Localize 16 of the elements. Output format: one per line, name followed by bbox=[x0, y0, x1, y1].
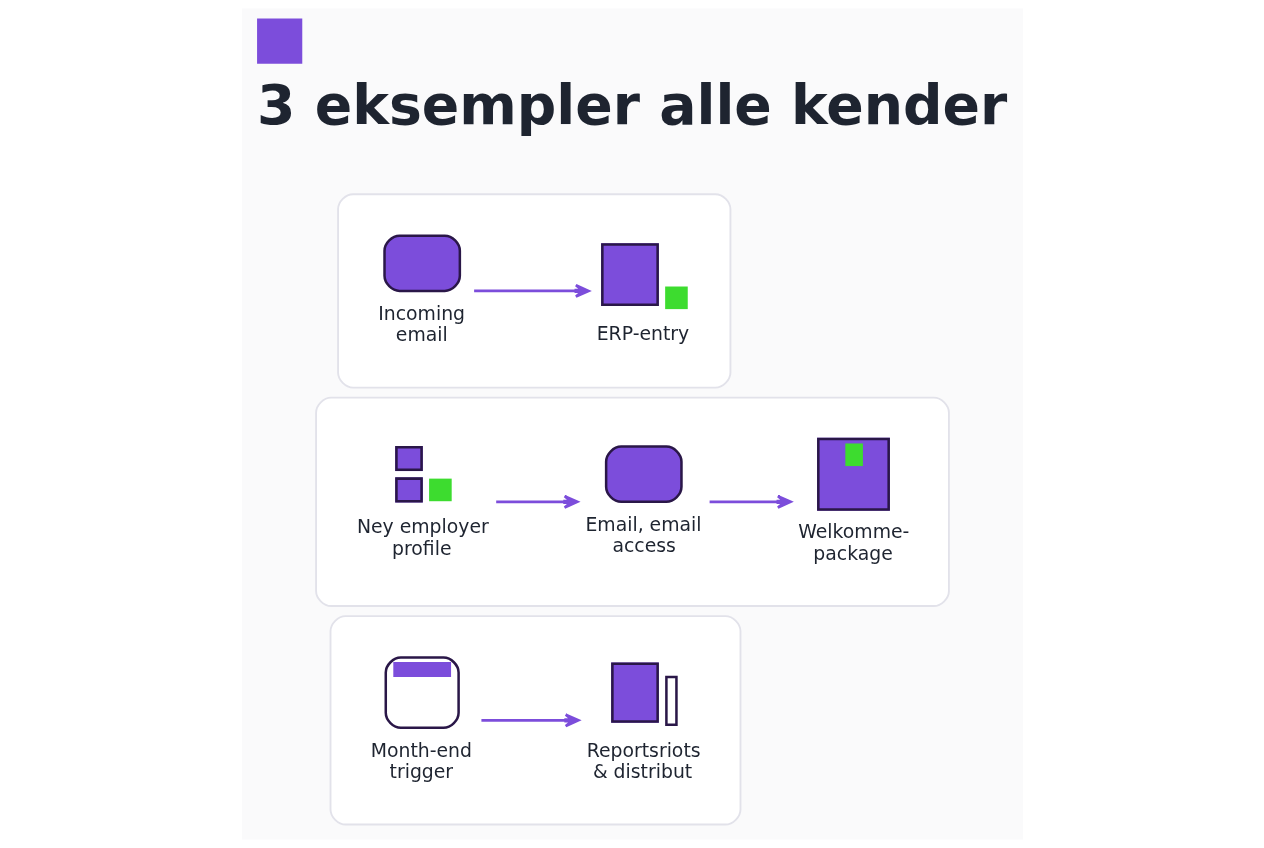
node-label: Month-end trigger bbox=[370, 739, 472, 783]
diagram-title: 3 eksempler alle kender bbox=[256, 73, 1007, 138]
node-label: Incoming email bbox=[377, 302, 465, 346]
cluster bbox=[336, 193, 731, 389]
node-box bbox=[384, 656, 460, 730]
node-label: Reportsriots & distribut bbox=[586, 739, 701, 783]
node-label: Welkomme-package bbox=[797, 521, 909, 564]
arrow bbox=[473, 283, 590, 298]
cluster bbox=[314, 396, 950, 607]
node-label: Email, email access bbox=[584, 513, 702, 557]
arrow bbox=[709, 494, 792, 509]
node-label: ERP-entry bbox=[596, 322, 689, 344]
arrow bbox=[495, 494, 579, 509]
node-label: Ney employer profile bbox=[356, 516, 489, 559]
arrow bbox=[480, 713, 580, 728]
cluster bbox=[329, 615, 741, 826]
